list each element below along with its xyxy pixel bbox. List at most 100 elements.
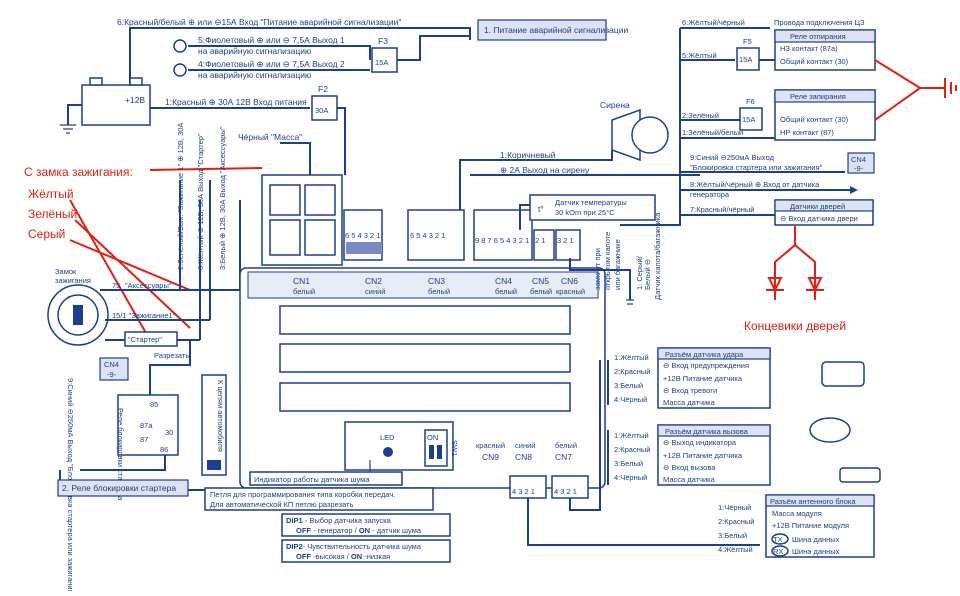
svg-text:9 8 7 6 5 4 3 2 1: 9 8 7 6 5 4 3 2 1: [475, 236, 529, 245]
siren-group: Сирена 1:Коричневый ⊕ 2А Выход на сирену…: [459, 100, 700, 305]
starter-relay: [117, 394, 179, 456]
svg-text:TX: TX: [773, 535, 783, 544]
battery-icon: [81, 84, 151, 126]
svg-text:-9-: -9-: [854, 164, 864, 173]
siren-wire-1: 1:Коричневый: [500, 150, 556, 160]
svg-text:2:Красный: 2:Красный: [718, 517, 754, 526]
hood-wire-1: 1: Серый/: [635, 255, 644, 290]
svg-text:4 3 2 1: 4 3 2 1: [554, 487, 577, 496]
svg-text:OFF -высокая / ON -низкая: OFF -высокая / ON -низкая: [296, 552, 390, 561]
hood-note-2: открытом капоте: [603, 232, 612, 290]
svg-text:Общий контакт (30): Общий контакт (30): [780, 115, 849, 124]
ground-label: Чёрный "Масса": [238, 132, 302, 142]
wire-7-right: 7:Красный/чёрный: [690, 205, 755, 214]
ignition-group: С замка зажигания: Жёлтый Зелёный Серый …: [24, 165, 263, 596]
starter-relay-box-label: 2. Реле блокировки стартера: [62, 483, 176, 493]
emergency-power-box: [477, 19, 607, 41]
lock-wire-2: 2:Зелёный: [682, 111, 719, 120]
cn1-label: CN1: [293, 276, 310, 286]
svg-text:1:Жёлтый: 1:Жёлтый: [614, 353, 649, 362]
pin-75: 75: [112, 281, 120, 290]
cn8-label: CN8: [515, 452, 532, 462]
lamp-icon: [173, 39, 187, 53]
svg-text:НЗ контакт (87а): НЗ контакт (87а): [780, 44, 838, 53]
svg-text:Шина данных: Шина данных: [792, 547, 840, 556]
cn5-label: CN5: [532, 276, 549, 286]
cn4-label: CN4: [495, 276, 512, 286]
svg-text:⊖ Вход предупреждения: ⊖ Вход предупреждения: [663, 361, 749, 370]
central-lock-box: [201, 374, 227, 476]
svg-text:⊖ Вход вызова: ⊖ Вход вызова: [663, 463, 716, 472]
fuse-f3: [371, 47, 398, 73]
cn3-label: CN3: [428, 276, 445, 286]
svg-text:-9-: -9-: [107, 370, 117, 379]
unlock-wire-6: 6:Жёлтый/чёрный: [682, 18, 745, 27]
svg-text:1:Чёрный: 1:Чёрный: [718, 503, 751, 512]
call-sensor-group: 1:Жёлтый 2:Красный 3:Белый 4:Чёрный Разъ…: [607, 417, 881, 486]
svg-text:2:Красный: 2:Красный: [614, 445, 650, 454]
lock-wire-1: 1:Зелёный/белый: [682, 128, 743, 137]
dip-on-label: ON: [427, 433, 438, 442]
svg-text:красный: красный: [556, 287, 585, 296]
svg-text:белый: белый: [555, 441, 577, 450]
relay-30: 30: [165, 428, 173, 437]
svg-text:Реле запирания: Реле запирания: [790, 92, 846, 101]
svg-text:OFF - генератор / ON - датчик: OFF - генератор / ON - датчик шума: [296, 526, 422, 535]
svg-text:4:Жёлтый: 4:Жёлтый: [718, 545, 753, 554]
starter-label: "Стартер": [128, 335, 162, 344]
svg-text:+12В Питание датчика: +12В Питание датчика: [663, 374, 743, 383]
car-icon: [207, 460, 221, 470]
svg-text:+12В Питание датчика: +12В Питание датчика: [663, 451, 743, 460]
svg-text:НР контакт (87): НР контакт (87): [780, 128, 834, 137]
svg-text:белый: белый: [293, 287, 315, 296]
vertical-wires: 2:Зелёный/Вых. "Зажигание 1" ⊕ 12В, 30А …: [176, 123, 241, 340]
wire-hazard-out2: 4:Фиолетовый ⊕ или ⊖ 7,5А Выход 2: [198, 59, 345, 69]
cut-label: Разрезать: [154, 351, 189, 360]
hood-wire-3: Датчик капота/багажника: [653, 212, 662, 300]
svg-text:+12В Питание модуля: +12В Питание модуля: [772, 521, 849, 530]
svg-text:4 3 2 1: 4 3 2 1: [512, 487, 535, 496]
ignition-title: С замка зажигания:: [24, 165, 133, 179]
antenna-group: 1:Чёрный 2:Красный 3:Белый 4:Жёлтый Разъ…: [718, 494, 875, 558]
cn6-label: CN6: [561, 276, 578, 286]
svg-text:4:Чёрный: 4:Чёрный: [614, 395, 647, 404]
siren-label: Сирена: [600, 100, 630, 110]
cn2-label: CN2: [365, 276, 382, 286]
svg-text:1:Жёлтый: 1:Жёлтый: [614, 431, 649, 440]
loop-note-1: Петля для программирования типа коробки …: [210, 490, 395, 499]
svg-text:2 1: 2 1: [535, 236, 545, 245]
wire-hazard-out1b: на аварийную сигнализацию: [198, 46, 312, 56]
central-lock-header: Провода подключения ЦЗ: [774, 18, 865, 27]
lamp-icon: [173, 63, 187, 77]
cn7-label: CN7: [555, 452, 572, 462]
temp-label-2: 30 kOm при 25°C: [555, 208, 615, 217]
starter-relay-box: [57, 479, 189, 497]
svg-text:белый: белый: [495, 287, 517, 296]
wire-acc: 3:Белый ⊕ 12В, 30А Выход "Аксессуары": [218, 126, 227, 270]
svg-text:Датчики дверей: Датчики дверей: [790, 202, 845, 211]
acc-label: "Аксессуары": [125, 281, 172, 290]
svg-text:4:Чёрный: 4:Чёрный: [614, 473, 647, 482]
svg-text:белый: белый: [530, 287, 552, 296]
wire-hazard-out1: 5:Фиолетовый ⊕ или ⊖ 7,5А Выход 1: [198, 35, 345, 45]
wire-hazard-power: 6:Красный/белый ⊕ или ⊖15А Вход "Питание…: [117, 17, 401, 27]
siren-wire-2: ⊕ 2А Выход на сирену: [500, 165, 590, 175]
shock-sensor-icon: [821, 361, 865, 387]
svg-text:3:Белый: 3:Белый: [614, 459, 643, 468]
svg-text:DIP1 - Выбор датчика запуска: DIP1 - Выбор датчика запуска: [286, 516, 392, 525]
svg-text:Разъём антенного блока: Разъём антенного блока: [770, 497, 856, 506]
wire-8-right: 8:Жёлтый/чёрный ⊕ Вход от датчика: [690, 180, 820, 189]
call-sensor-icon: [809, 417, 851, 443]
svg-text:синий: синий: [365, 287, 385, 296]
wire-9-right-b: "Блокировка стартера или зажигания": [690, 163, 823, 172]
relay-85: 85: [150, 400, 158, 409]
temp-icon: t°: [538, 204, 544, 214]
hood-wire-2: Белый ⊖: [643, 259, 652, 290]
main-unit: 6 5 4 3 2 1 6 5 4 3 2 1 9 8 7 6 5 4 3 2 …: [239, 174, 760, 546]
svg-text:Масса датчика: Масса датчика: [663, 398, 716, 407]
svg-text:15A: 15A: [742, 115, 755, 124]
svg-text:DIP2- Чувствительность датчика: DIP2- Чувствительность датчика шума: [286, 542, 422, 551]
fuse-f3-label: F3: [378, 36, 388, 46]
svg-text:6 5 4 3 2 1: 6 5 4 3 2 1: [345, 231, 380, 240]
